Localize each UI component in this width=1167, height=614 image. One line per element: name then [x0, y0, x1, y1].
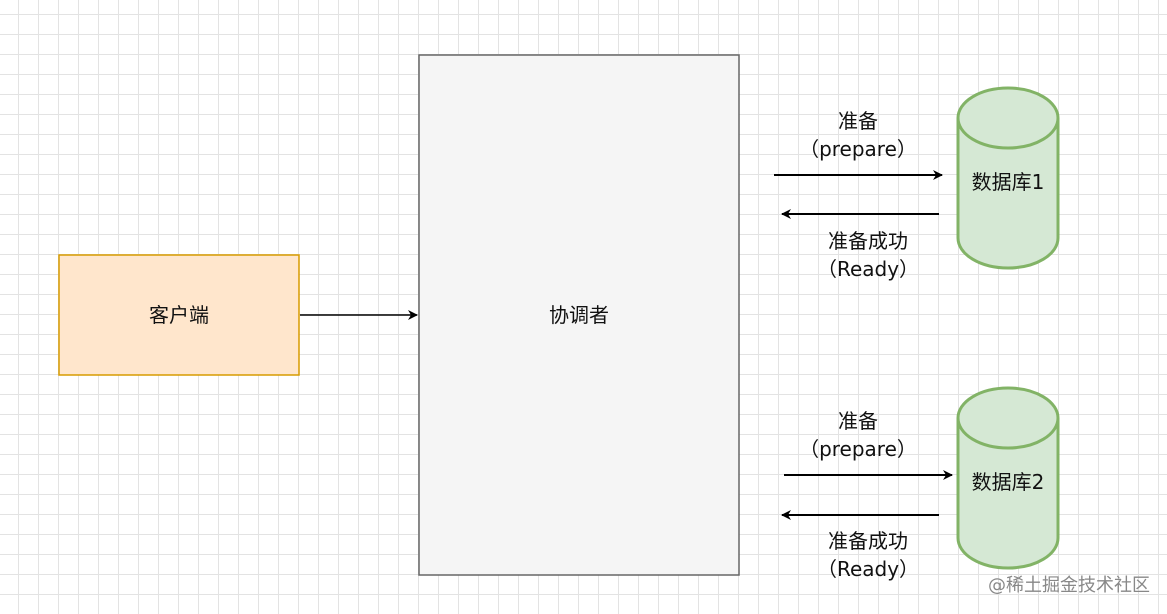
prepare-label-1: 准备 — [838, 109, 878, 133]
watermark: @稀土掘金技术社区 — [988, 575, 1150, 596]
database-1-label: 数据库1 — [972, 170, 1045, 194]
database-2[interactable]: 数据库2 — [956, 386, 1060, 570]
database-2-label: 数据库2 — [972, 470, 1045, 494]
prepare-en-label-2: （prepare） — [799, 437, 917, 461]
ready-en-label-1: （Ready） — [817, 257, 919, 281]
prepare-label-2: 准备 — [838, 409, 878, 433]
ready-label-1: 准备成功 — [828, 229, 908, 253]
prepare-en-label-1: （prepare） — [799, 137, 917, 161]
ready-en-label-2: （Ready） — [817, 557, 919, 581]
coordinator-node[interactable]: 协调者 — [418, 54, 740, 576]
client-label: 客户端 — [149, 303, 209, 327]
coordinator-label: 协调者 — [549, 303, 609, 327]
database-1[interactable]: 数据库1 — [956, 86, 1060, 270]
ready-label-2: 准备成功 — [828, 529, 908, 553]
client-node[interactable]: 客户端 — [58, 254, 300, 376]
